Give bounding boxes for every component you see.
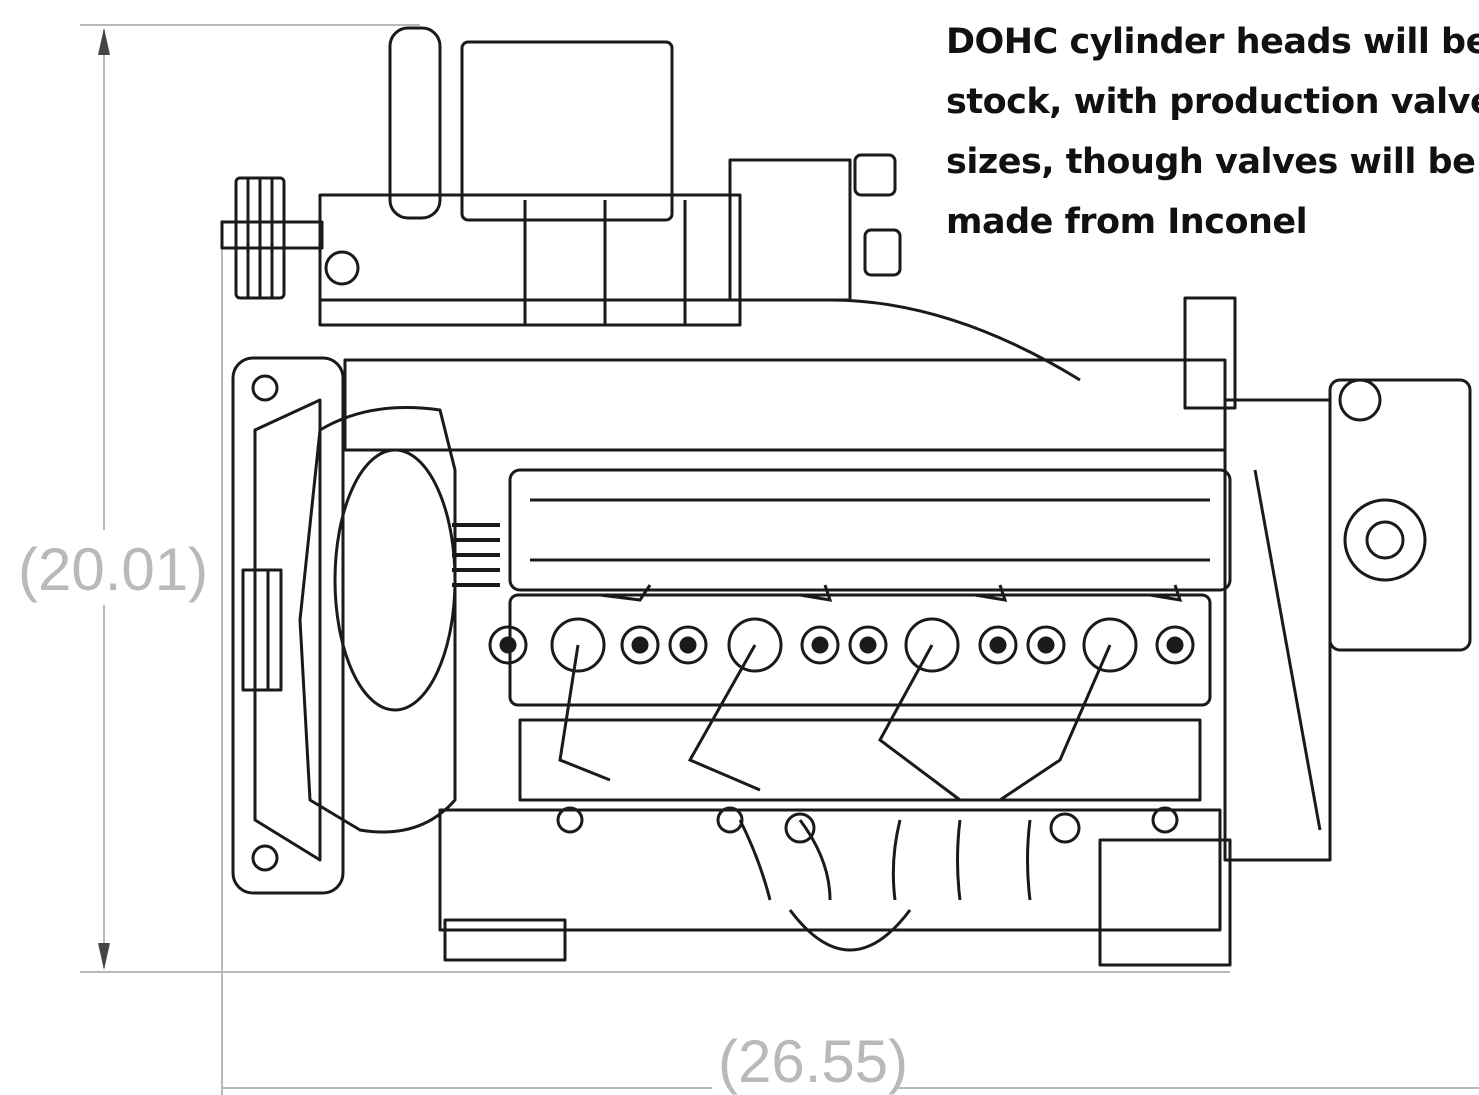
engine-outline: [220, 26, 1472, 967]
coil-packs: [550, 584, 1183, 802]
caption-text: DOHC cylinder heads will be stock, with …: [946, 12, 1479, 252]
height-dimension: (20.01): [18, 536, 208, 603]
runners: [556, 806, 1179, 901]
caption-line: made from Inconel: [946, 202, 1308, 242]
caption-line: stock, with production valve: [946, 82, 1479, 122]
width-dimension: (26.55): [718, 1028, 908, 1095]
width-dimension-bg: [712, 1020, 897, 1092]
caption-line: sizes, though valves will be: [946, 142, 1476, 182]
head-bolts: [488, 625, 1195, 665]
height-dimension-bg: [10, 530, 195, 605]
caption-line: DOHC cylinder heads will be: [946, 22, 1479, 62]
